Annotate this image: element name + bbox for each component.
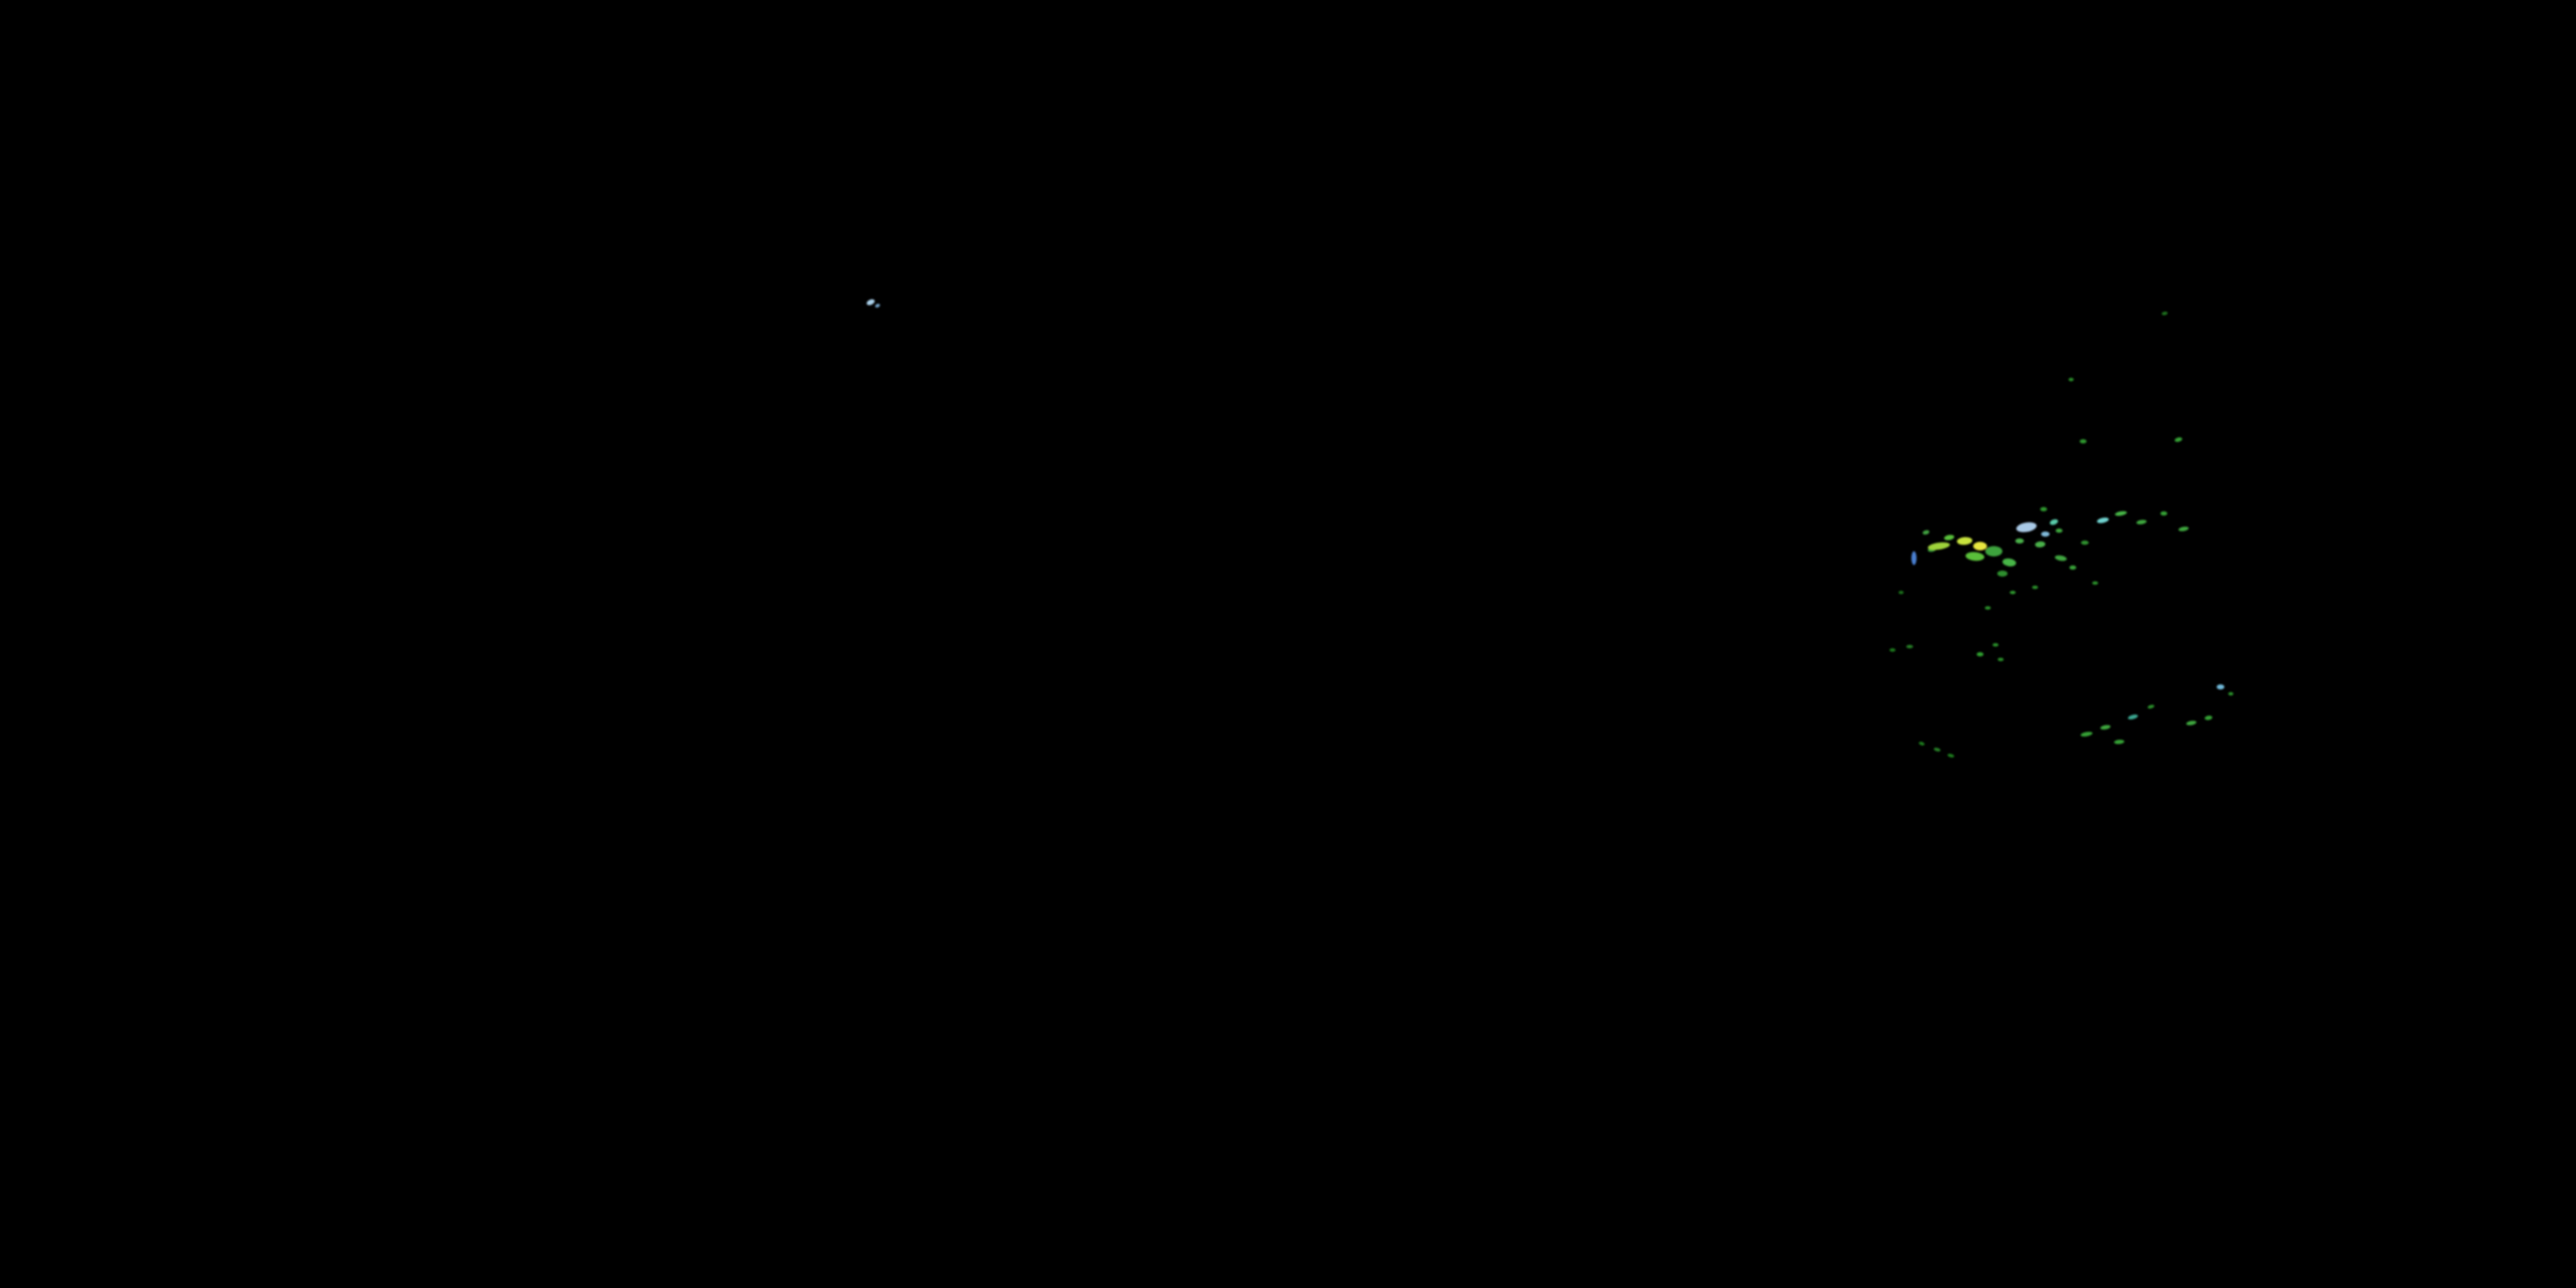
map-speck [2174, 437, 2183, 442]
map-speck [2136, 519, 2147, 525]
map-speck [1947, 753, 1954, 758]
map-speck [1934, 747, 1941, 752]
map-speck [2041, 532, 2050, 537]
map-speck [1911, 551, 1917, 565]
map-speck [2115, 511, 2127, 516]
map-speck [2204, 715, 2213, 720]
map-speck [1997, 570, 2008, 577]
map-speck [1889, 648, 1896, 652]
map-speck [875, 303, 880, 308]
map-speck [1899, 591, 1904, 594]
map-speck [1918, 741, 1925, 746]
map-speck [1985, 546, 2002, 556]
map-speck [1906, 645, 1913, 648]
map-speck [2148, 704, 2154, 709]
map-speck [2009, 591, 2016, 594]
map-speck [2161, 311, 2168, 316]
map-speck [1977, 652, 1984, 657]
map-speck [2097, 517, 2109, 524]
map-speck [1944, 534, 1954, 541]
map-speck [2040, 507, 2047, 512]
map-speck [1973, 542, 1987, 550]
map-speck [2100, 725, 2111, 730]
map-speck [2178, 526, 2189, 532]
map-speck [2035, 541, 2045, 548]
map-speck [1984, 606, 1991, 610]
map-speck [2080, 439, 2087, 444]
map-speck [2092, 581, 2099, 585]
map-speck [1992, 643, 1999, 647]
map-speck [2114, 739, 2124, 744]
map-speck [2016, 522, 2037, 532]
map-speck [2069, 378, 2074, 381]
map-speck [2081, 540, 2089, 545]
map-speck [1923, 530, 1929, 535]
speck-group [866, 299, 2233, 758]
map-speck [1965, 551, 1984, 562]
map-speck [2056, 528, 2063, 533]
map-speck [2069, 565, 2076, 570]
map-speck [1997, 658, 2004, 661]
map-speck [866, 299, 875, 306]
map-speck [2032, 586, 2038, 589]
map-speck [2055, 555, 2067, 562]
map-speck [1928, 542, 1950, 550]
map-speck [2128, 714, 2138, 720]
map-speck [2228, 692, 2233, 696]
map-speck [2216, 684, 2225, 690]
map-speck [2050, 519, 2058, 526]
map-speck [2002, 558, 2016, 567]
map-speck [2081, 732, 2093, 737]
map-speck [2160, 511, 2167, 516]
map-speck [2015, 538, 2024, 544]
map-speck [1957, 537, 1972, 545]
map-speck [2186, 720, 2196, 726]
